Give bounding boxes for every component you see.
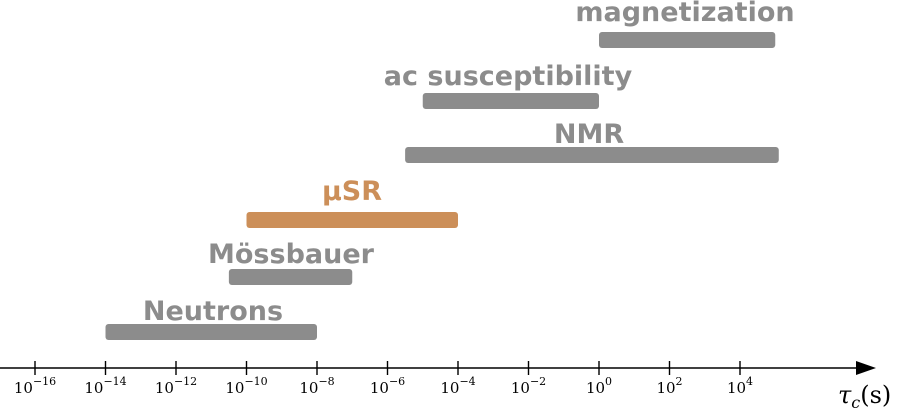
range-label-4: Mössbauer	[208, 239, 375, 270]
range-bar-3	[246, 212, 458, 228]
x-axis-label-symbol: τ	[838, 381, 852, 409]
x-tick-label-0: 10−16	[14, 375, 56, 397]
x-tick-label-10: 104	[727, 375, 753, 397]
x-axis-label-subscript: c	[851, 393, 860, 410]
x-tick-label-9: 102	[656, 375, 682, 397]
x-axis	[0, 361, 876, 375]
range-label-0: magnetization	[575, 0, 794, 28]
x-tick-label-8: 100	[586, 375, 612, 397]
range-label-1: ac susceptibility	[384, 61, 633, 92]
x-axis-label-unit: (s)	[860, 381, 891, 409]
x-tick-label-7: 10−2	[511, 375, 546, 397]
x-tick-label-2: 10−12	[155, 375, 197, 397]
range-label-3: μSR	[322, 176, 382, 207]
range-bars	[105, 32, 779, 340]
range-label-5: Neutrons	[143, 296, 283, 327]
range-bar-5	[105, 324, 317, 340]
range-bar-0	[599, 32, 776, 48]
range-bar-4	[228, 269, 353, 285]
x-axis-label: τc(s)	[838, 381, 891, 410]
x-axis-ticks: 10−16 10−14 10−12 10−10 10−8 10−6 10−4 10−2 100 1…	[14, 361, 753, 397]
x-axis-arrowhead	[856, 361, 876, 375]
x-tick-label-3: 10−10	[225, 375, 267, 397]
x-tick-label-1: 10−14	[84, 375, 126, 397]
x-tick-label-4: 10−8	[299, 375, 334, 397]
range-bar-1	[422, 93, 599, 109]
x-tick-label-5: 10−6	[370, 375, 405, 397]
range-label-2: NMR	[554, 119, 624, 150]
range-bar-2	[405, 147, 779, 163]
x-tick-label-6: 10−4	[440, 375, 475, 397]
